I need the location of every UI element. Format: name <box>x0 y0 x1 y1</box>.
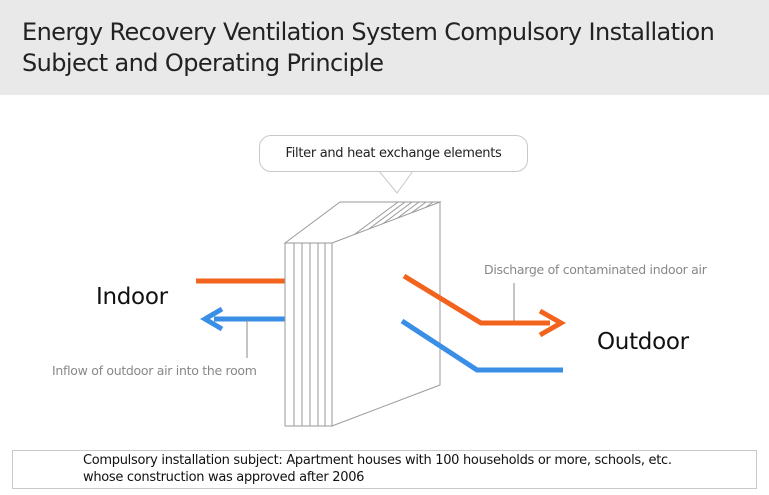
heat-exchange-element <box>283 201 442 427</box>
callout-pointer <box>377 170 414 194</box>
callout-label: Filter and heat exchange elements <box>285 146 502 161</box>
page-title: Energy Recovery Ventilation System Compu… <box>22 18 715 77</box>
note-line-1: Compulsory installation subject: Apartme… <box>83 453 672 468</box>
element-callout: Filter and heat exchange elements <box>259 135 528 172</box>
note-line-2: whose construction was approved after 20… <box>83 470 365 485</box>
installation-note-box: Compulsory installation subject: Apartme… <box>12 450 757 489</box>
outdoor-label: Outdoor <box>597 329 689 355</box>
exhaust-outlet-line <box>402 273 550 326</box>
discharge-label: Discharge of contaminated indoor air <box>484 262 707 277</box>
installation-note-text: Compulsory installation subject: Apartme… <box>83 452 743 486</box>
exhaust-arrowhead <box>538 308 567 338</box>
inflow-label: Inflow of outdoor air into the room <box>52 363 257 378</box>
supply-arrowhead <box>200 306 224 332</box>
supply-inlet-line <box>400 318 563 373</box>
header-bar: Energy Recovery Ventilation System Compu… <box>0 0 769 95</box>
indoor-label: Indoor <box>96 284 168 310</box>
